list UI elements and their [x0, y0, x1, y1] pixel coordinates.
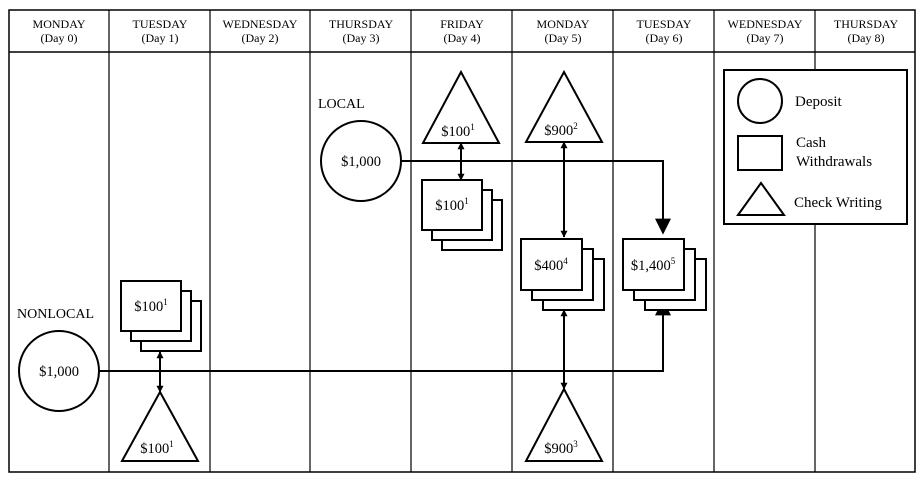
legend-cash-label-line1: Cash — [796, 135, 827, 151]
deposit-local: $1,000 — [320, 120, 402, 202]
column-header-sub: (Day 7) — [747, 31, 784, 45]
check-nonlocal-day1: $1001 — [120, 389, 200, 462]
check-triangle — [120, 389, 200, 462]
legend-deposit-label: Deposit — [795, 94, 842, 110]
withdrawal-stack-front — [421, 179, 483, 231]
column-header-sub: (Day 6) — [646, 31, 683, 45]
column-header-sub: (Day 2) — [242, 31, 279, 45]
check-triangle — [524, 386, 604, 462]
column-header-day: WEDNESDAY — [223, 17, 298, 31]
column-header-sub: (Day 8) — [848, 31, 885, 45]
check-triangle — [421, 69, 501, 144]
check-triangle — [524, 69, 604, 143]
column-header-sub: (Day 5) — [545, 31, 582, 45]
withdrawal-nonlocal-day1: $1001 — [120, 280, 202, 352]
column-header-day: TUESDAY — [133, 17, 188, 31]
legend-check-label: Check Writing — [794, 195, 882, 211]
legend-deposit-icon — [737, 78, 783, 124]
withdrawal-amount: $1001 — [134, 297, 168, 315]
local-deposit-flow-line — [401, 160, 671, 235]
diagram-border — [8, 9, 916, 473]
grid — [8, 9, 916, 473]
column-header-sub: (Day 4) — [444, 31, 481, 45]
deposit-circle — [320, 120, 402, 202]
column-header-day: MONDAY — [33, 17, 86, 31]
column-header-day: WEDNESDAY — [728, 17, 803, 31]
withdrawal-amount: $4004 — [534, 256, 568, 274]
deposit-amount: $1,000 — [341, 154, 381, 170]
withdrawal-stack-front — [520, 238, 583, 291]
column-header-sub: (Day 1) — [142, 31, 179, 45]
column-headers: MONDAY (Day 0) TUESDAY (Day 1) WEDNESDAY… — [33, 17, 899, 45]
column-header-day: THURSDAY — [329, 17, 394, 31]
withdrawal-local-day4: $1001 — [421, 179, 503, 251]
withdrawal-amount: $1001 — [435, 196, 469, 214]
column-header-sub: (Day 0) — [41, 31, 78, 45]
withdrawal-combined-day5: $4004 — [520, 238, 605, 311]
check-amount: $1001 — [441, 122, 475, 140]
check-amount: $9003 — [544, 439, 578, 457]
column-header-day: THURSDAY — [834, 17, 899, 31]
check-local-day4: $1001 — [421, 69, 501, 144]
column-header-day: MONDAY — [537, 17, 590, 31]
column-header-sub: (Day 3) — [343, 31, 380, 45]
legend-check-icon — [736, 181, 786, 216]
deposit-nonlocal: $1,000 — [18, 330, 100, 412]
deposit-circle — [18, 330, 100, 412]
legend-cash-label-line2: Withdrawals — [796, 154, 872, 170]
connectors — [99, 141, 671, 393]
nonlocal-deposit-flow-line — [99, 299, 671, 372]
column-header-day: FRIDAY — [440, 17, 484, 31]
withdrawal-stack-front — [120, 280, 182, 332]
check-nonlocal-day5: $9003 — [524, 386, 604, 462]
legend: Deposit Cash Withdrawals Check Writing — [723, 69, 908, 225]
check-amount: $9002 — [544, 121, 578, 139]
deposit-amount: $1,000 — [39, 364, 79, 380]
withdrawal-stack-front — [622, 238, 685, 291]
check-local-day5: $9002 — [524, 69, 604, 143]
check-amount: $1001 — [140, 439, 174, 457]
column-header-day: TUESDAY — [637, 17, 692, 31]
nonlocal-label: NONLOCAL — [17, 307, 94, 322]
withdrawal-combined-day6: $1,4005 — [622, 238, 707, 311]
local-label: LOCAL — [318, 97, 365, 112]
withdrawal-amount: $1,4005 — [631, 256, 676, 274]
legend-cash-icon — [737, 135, 783, 171]
